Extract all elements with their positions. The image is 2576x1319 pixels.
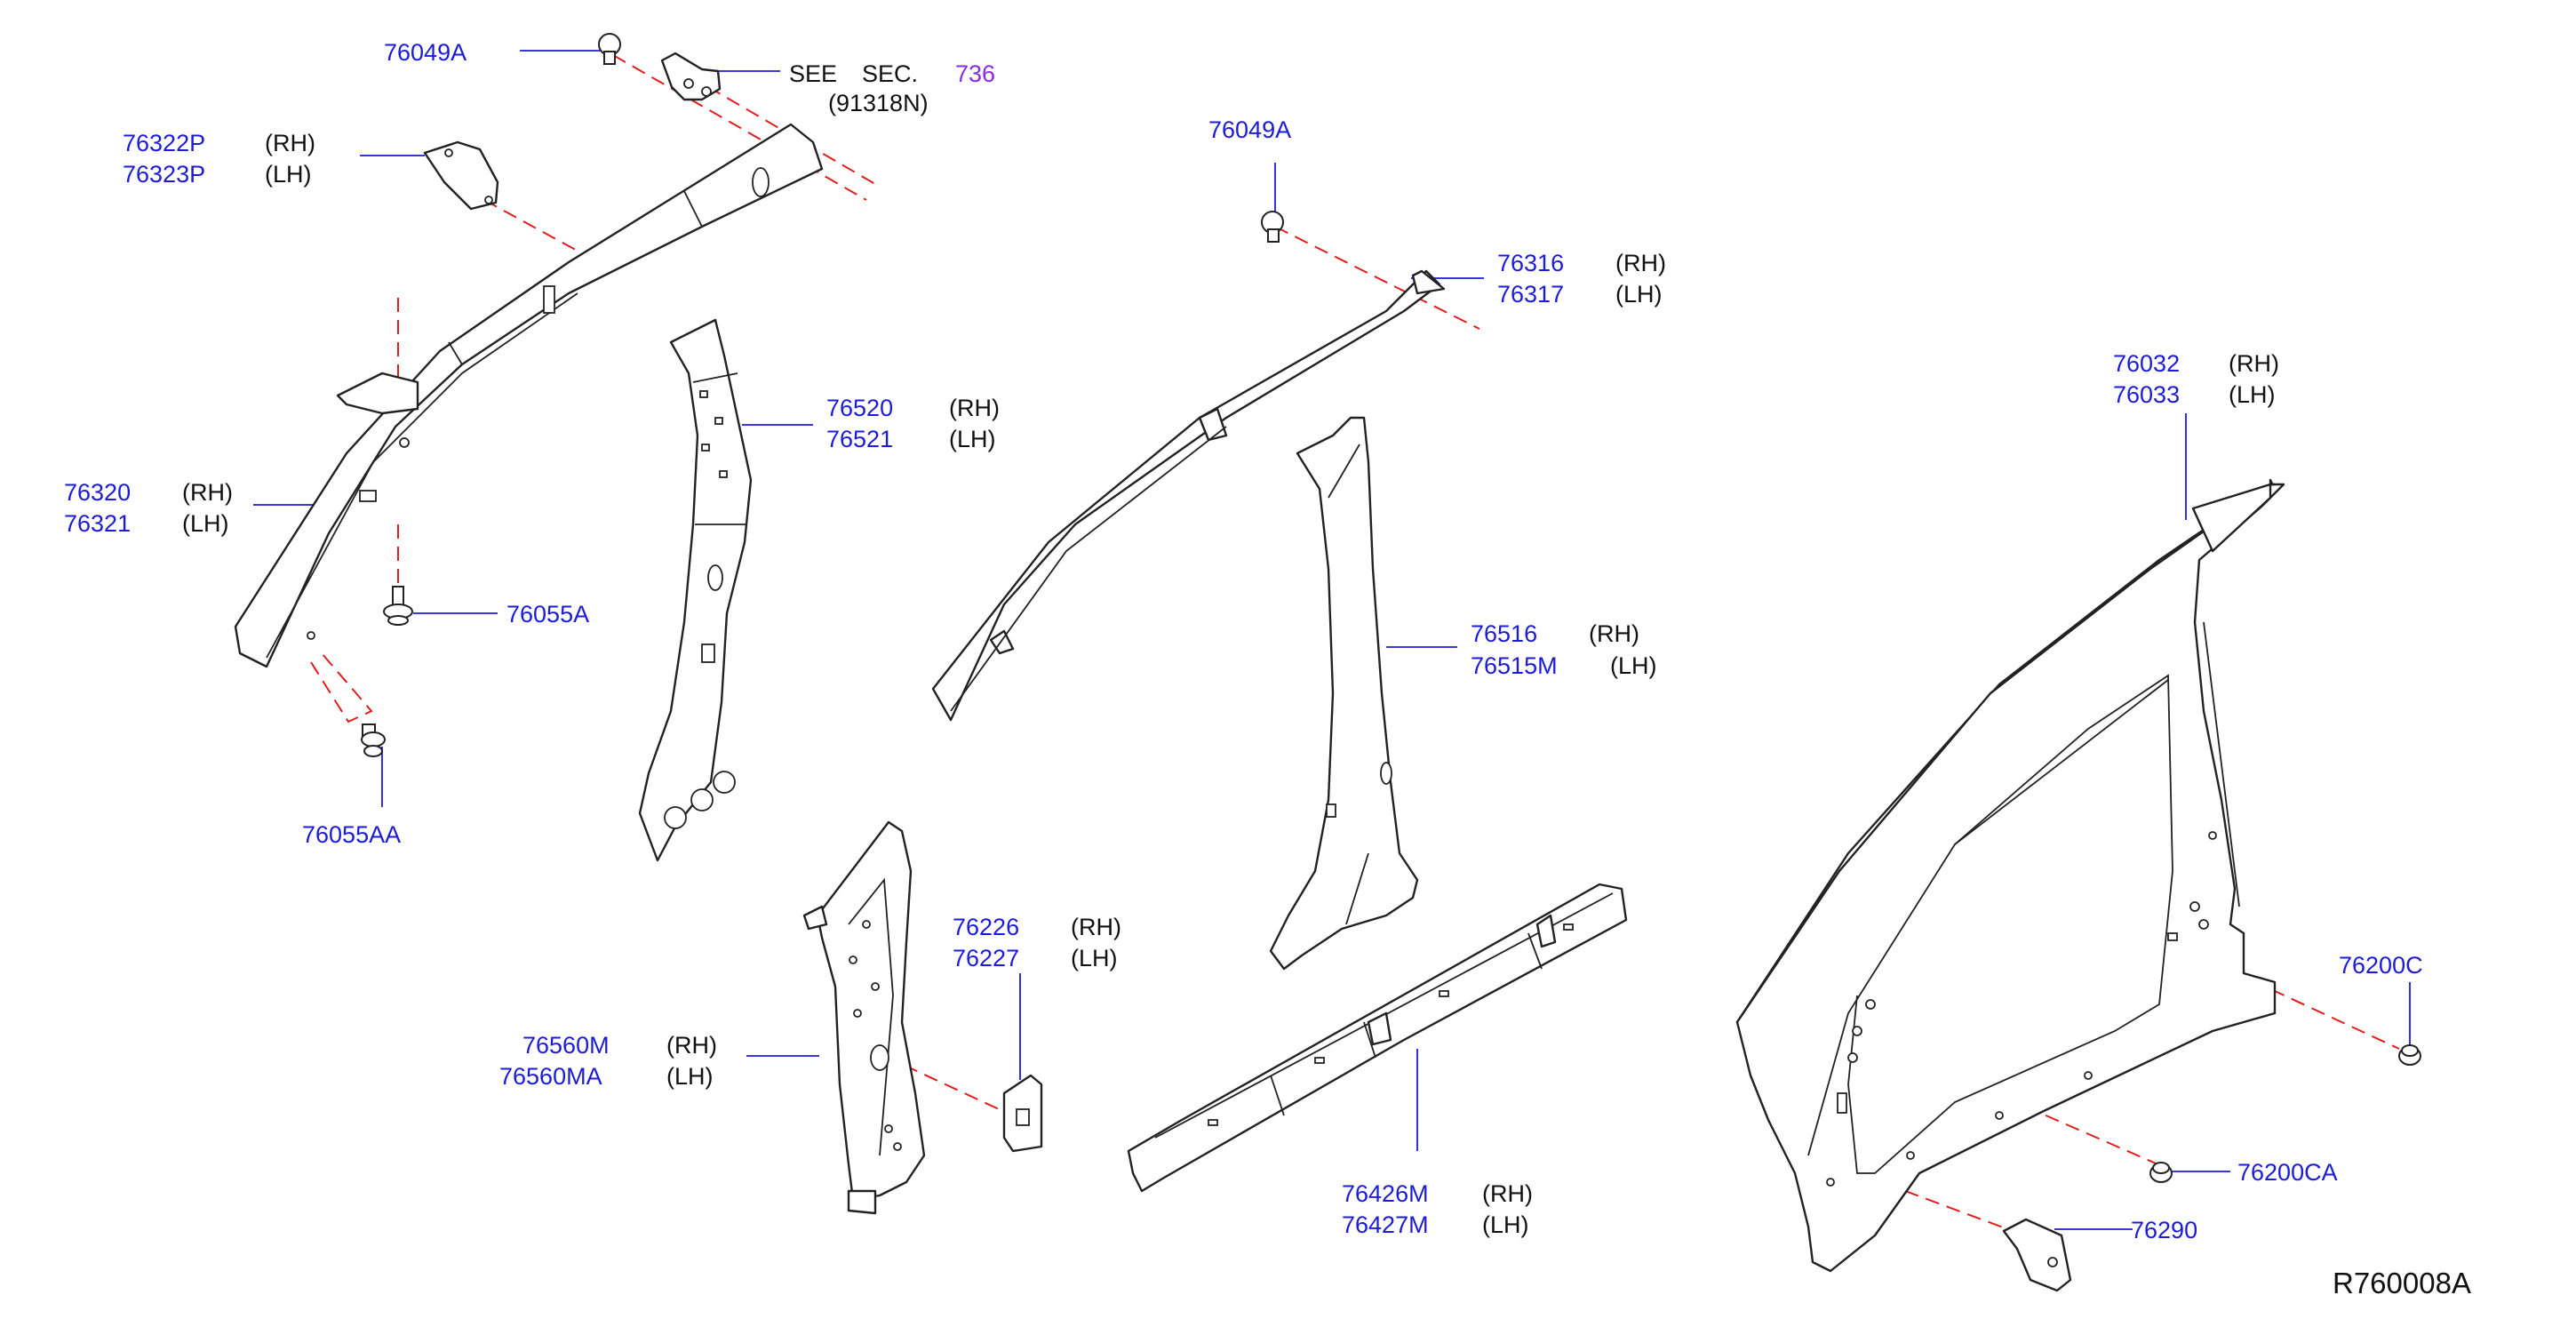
- bracket-76290-icon: [2002, 1218, 2072, 1292]
- label-76323p-side: (LH): [265, 161, 312, 188]
- label-76316: 76316: [1497, 250, 1564, 276]
- label-76320: 76320: [64, 479, 131, 506]
- label-76521: 76521: [826, 426, 893, 452]
- label-76427m: 76427M: [1342, 1211, 1429, 1238]
- see-text: SEE: [789, 60, 837, 87]
- label-76321: 76321: [64, 510, 131, 537]
- label-76055aa: 76055AA: [302, 821, 401, 848]
- label-76320-side: (RH): [182, 479, 233, 506]
- label-76226-side: (RH): [1071, 914, 1121, 940]
- label-76520: 76520: [826, 395, 893, 421]
- bracket-91318n-icon: [660, 52, 722, 101]
- label-76427m-side: (LH): [1482, 1211, 1529, 1238]
- label-76520-side: (RH): [949, 395, 1000, 421]
- label-76049a-mid: 76049A: [1208, 116, 1291, 143]
- body-side-outer-76032-icon: [1735, 478, 2285, 1273]
- label-76316-side: (RH): [1615, 250, 1666, 276]
- label-76521-side: (LH): [949, 426, 996, 452]
- label-76055a: 76055A: [506, 601, 589, 628]
- label-76560ma-side: (LH): [666, 1063, 714, 1090]
- front-pillar-76320-icon: [234, 123, 824, 668]
- label-76290: 76290: [2131, 1217, 2197, 1243]
- label-76426m-side: (RH): [1482, 1180, 1533, 1207]
- labels: 76049A SEE SEC. 736 (91318N) 76322P (RH)…: [64, 39, 2471, 1299]
- label-76317-side: (LH): [1615, 281, 1663, 308]
- sill-76426m-icon: [1127, 883, 1628, 1193]
- bolt-76055aa-icon: [361, 723, 386, 757]
- label-76033-side: (LH): [2229, 381, 2276, 408]
- center-pillar-76516-icon: [1269, 416, 1419, 971]
- label-76560m: 76560M: [522, 1032, 610, 1059]
- bracket-76322p-icon: [423, 140, 499, 211]
- label-76426m: 76426M: [1342, 1180, 1429, 1207]
- label-76323p: 76323P: [123, 161, 205, 188]
- label-76200c: 76200C: [2339, 952, 2423, 979]
- section-736-link[interactable]: 736: [955, 60, 995, 87]
- hinge-pillar-76560m-icon: [802, 820, 926, 1215]
- label-76322p: 76322P: [123, 130, 205, 156]
- label-76200ca: 76200CA: [2237, 1159, 2338, 1186]
- leader-lines: [253, 50, 2411, 1230]
- label-76033: 76033: [2113, 381, 2180, 408]
- label-76321-side: (LH): [182, 510, 229, 537]
- label-76515m: 76515M: [1471, 652, 1558, 679]
- inner-pillar-76520-icon: [638, 318, 753, 862]
- label-76226: 76226: [953, 914, 1019, 940]
- label-76227: 76227: [953, 945, 1019, 971]
- label-76322p-side: (RH): [265, 130, 315, 156]
- label-76317: 76317: [1497, 281, 1564, 308]
- reinforcement-76226-icon: [1002, 1074, 1043, 1153]
- bolt-76055a-icon: [383, 586, 413, 626]
- label-76032: 76032: [2113, 350, 2180, 377]
- diagram-code: R760008A: [2333, 1267, 2471, 1299]
- label-76516: 76516: [1471, 620, 1537, 647]
- label-76227-side: (LH): [1071, 945, 1118, 971]
- label-76049a-top: 76049A: [384, 39, 467, 66]
- clip-76200ca-icon: [2149, 1162, 2173, 1183]
- label-76515m-side: (LH): [1610, 652, 1657, 679]
- label-76560ma: 76560MA: [499, 1063, 602, 1090]
- label-76032-side: (RH): [2229, 350, 2279, 377]
- clip-76049a-top-icon: [598, 33, 621, 65]
- label-76516-side: (RH): [1589, 620, 1639, 647]
- clip-76200c-icon: [2398, 1044, 2421, 1066]
- label-76560m-side: (RH): [666, 1032, 717, 1059]
- clip-76049a-mid-icon: [1261, 211, 1284, 243]
- roof-rail-76316-icon: [931, 269, 1446, 722]
- section-ref-91318n: (91318N): [828, 90, 929, 116]
- sec-text: SEC.: [862, 60, 918, 87]
